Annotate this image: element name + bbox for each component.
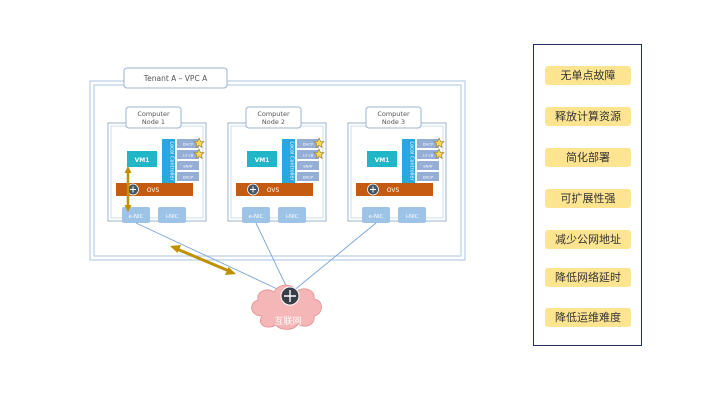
- vpc-frame-outer: [89, 80, 466, 261]
- tenant-label: Tenant A – VPC A: [143, 74, 208, 83]
- vm-label: VM1: [255, 157, 270, 164]
- vm-to-nic-arrow: [124, 166, 132, 212]
- compute-node-1: Computer Node 1 VM1 Local Controller DHC…: [107, 106, 207, 223]
- node-subtitle: Node 3: [382, 118, 405, 126]
- benefit-item: 释放计算资源: [545, 107, 631, 126]
- service-box: [297, 172, 319, 181]
- i-nic: [398, 207, 426, 223]
- e-nic-label: e-NIC: [129, 214, 144, 220]
- benefits-panel: 无单点故障 释放计算资源 简化部署 可扩展性强 减少公网地址 降低网络延时 降低…: [533, 44, 642, 346]
- service-label: DHCP: [183, 175, 194, 180]
- service-label: L3 LB: [303, 153, 314, 158]
- traffic-arrow: [170, 245, 236, 275]
- service-label: DHCP: [423, 175, 434, 180]
- service-label: DHCP: [423, 142, 434, 147]
- service-box: [177, 150, 199, 159]
- node-title-box: [365, 106, 422, 129]
- ovs-label: OVS: [387, 187, 400, 194]
- service-box: [417, 161, 439, 170]
- tenant-label-box: [123, 67, 228, 89]
- service-box: [417, 172, 439, 181]
- service-label: SNAT: [303, 164, 314, 169]
- service-label: DHCP: [183, 142, 194, 147]
- benefit-item: 降低网络延时: [545, 268, 631, 287]
- service-label: SNAT: [423, 164, 434, 169]
- ovs-label: OVS: [147, 187, 160, 194]
- compute-node-3: Computer Node 3 VM1 Local Controller DHC…: [347, 106, 447, 223]
- vm-box: [247, 151, 277, 167]
- e-nic-label: e-NIC: [249, 214, 264, 220]
- service-label: DHCP: [303, 142, 314, 147]
- benefit-item: 可扩展性强: [545, 189, 631, 208]
- vpc-frame-inner: [93, 84, 462, 257]
- node-title: Computer: [377, 110, 410, 118]
- benefit-item: 降低运维难度: [545, 308, 631, 327]
- service-box: [297, 139, 319, 148]
- e-nic-label: e-NIC: [369, 214, 384, 220]
- service-label: L3 LB: [183, 153, 194, 158]
- local-controller-label: Local Controller: [409, 141, 415, 181]
- router-icon-cross: [250, 186, 256, 193]
- i-nic-label: i-NIC: [285, 214, 298, 220]
- service-box: [177, 139, 199, 148]
- e-nic: [242, 207, 270, 223]
- e-nic: [122, 207, 150, 223]
- node-subtitle: Node 2: [262, 118, 285, 126]
- local-controller-label: Local Controller: [169, 141, 175, 181]
- node-title: Computer: [137, 110, 170, 118]
- router-icon-cross: [370, 186, 376, 193]
- local-controller: [402, 139, 415, 183]
- internet-label: 互联网: [274, 316, 301, 327]
- router-icon-cross: [130, 186, 136, 193]
- node-subtitle: Node 1: [142, 118, 165, 126]
- service-label: L3 LB: [423, 153, 434, 158]
- compute-node-2: Computer Node 2 VM1 Local Controller DHC…: [227, 106, 327, 223]
- i-nic-label: i-NIC: [165, 214, 178, 220]
- service-box: [177, 161, 199, 170]
- node-title-box: [125, 106, 182, 129]
- ovs-label: OVS: [267, 187, 280, 194]
- service-box: [297, 161, 319, 170]
- service-box: [297, 150, 319, 159]
- gateway-router-arrows: [284, 290, 296, 302]
- e-nic: [362, 207, 390, 223]
- internet-links: [135, 222, 377, 294]
- vm-label: VM1: [135, 157, 150, 164]
- service-box: [417, 139, 439, 148]
- i-nic: [278, 207, 306, 223]
- service-box: [177, 172, 199, 181]
- local-controller: [282, 139, 295, 183]
- node-title: Computer: [257, 110, 290, 118]
- local-controller: [162, 139, 175, 183]
- service-label: SNAT: [183, 164, 194, 169]
- service-box: [417, 150, 439, 159]
- benefit-item: 减少公网地址: [545, 230, 631, 249]
- vm-box: [367, 151, 397, 167]
- vm-box: [127, 151, 157, 167]
- benefit-item: 无单点故障: [545, 66, 631, 85]
- benefit-item: 简化部署: [545, 148, 631, 167]
- local-controller-label: Local Controller: [289, 141, 295, 181]
- i-nic: [158, 207, 186, 223]
- internet-cloud: 互联网: [251, 284, 322, 330]
- service-label: DHCP: [303, 175, 314, 180]
- vm-label: VM1: [375, 157, 390, 164]
- i-nic-label: i-NIC: [405, 214, 418, 220]
- node-title-box: [245, 106, 302, 129]
